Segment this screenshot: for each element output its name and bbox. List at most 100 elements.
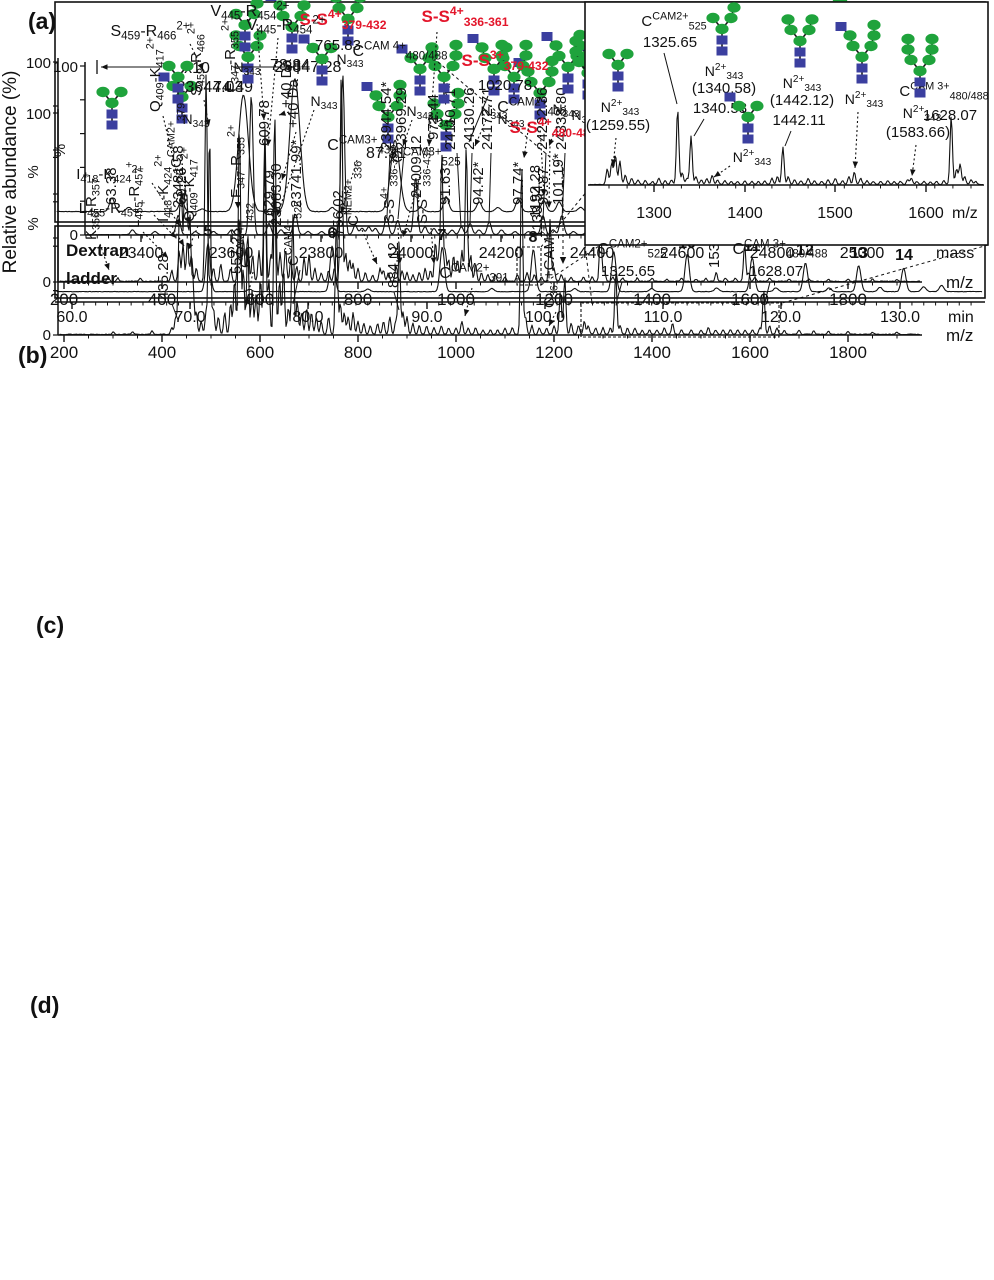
tspan: 379-432 bbox=[504, 59, 549, 73]
tspan: 1300 bbox=[636, 205, 672, 222]
tspan: + bbox=[139, 198, 145, 210]
tspan: 23944.54* bbox=[378, 81, 395, 150]
tspan: C bbox=[352, 43, 364, 60]
tick-label: 1500 bbox=[817, 205, 853, 222]
tspan: 24800 bbox=[750, 245, 795, 262]
tick-label: 1800 bbox=[829, 290, 867, 309]
tspan: -R bbox=[140, 23, 157, 40]
mannose-circle bbox=[475, 42, 489, 53]
tspan: 4+ bbox=[379, 187, 391, 199]
glycan-site-label: N343 bbox=[234, 59, 261, 78]
tspan: N bbox=[311, 93, 321, 109]
arrow-line bbox=[267, 37, 279, 147]
glcnac-square bbox=[382, 123, 394, 133]
mannose-circle bbox=[561, 61, 575, 73]
tspan: 24292.36 bbox=[534, 87, 551, 150]
tspan: CAM4+ bbox=[235, 221, 247, 257]
mannose-circle bbox=[449, 50, 463, 61]
mannose-circle bbox=[904, 54, 918, 66]
glcnac-square bbox=[794, 47, 806, 57]
glcnac-square bbox=[541, 32, 553, 41]
tspan: 435.28 bbox=[155, 254, 172, 300]
tick-label: 1200 bbox=[535, 343, 573, 362]
tspan: 343 bbox=[804, 83, 821, 94]
tspan: 23400 bbox=[119, 245, 164, 262]
mannose-circle bbox=[428, 60, 442, 72]
tspan: 2+ bbox=[220, 19, 232, 31]
arrow-line bbox=[361, 229, 378, 265]
tspan: -K bbox=[155, 185, 172, 200]
mannose-circle bbox=[330, 0, 342, 3]
tspan: 454 bbox=[293, 25, 313, 37]
arrow-head bbox=[559, 257, 567, 264]
arrow-line bbox=[428, 31, 438, 147]
mannose-circle bbox=[250, 40, 264, 52]
peak-label: CCAM2+379 bbox=[166, 103, 188, 168]
glycan: N2+343 bbox=[835, 19, 884, 169]
tspan: 1500 bbox=[817, 205, 853, 222]
tspan: 6 bbox=[328, 225, 337, 242]
panel-d-tag: (d) bbox=[30, 992, 60, 1018]
tspan: -R bbox=[228, 155, 245, 171]
peak-label: CCAM2+391 bbox=[439, 262, 508, 284]
peak-label: 24009.12 bbox=[408, 135, 425, 198]
tspan: 600 bbox=[246, 343, 274, 362]
tspan: 1600 bbox=[731, 290, 769, 309]
spectrum-trace bbox=[59, 74, 920, 283]
glycan: N343 bbox=[467, 34, 513, 147]
arrow-line bbox=[162, 115, 184, 201]
mannose-circle bbox=[855, 51, 869, 63]
tspan: 2+ bbox=[539, 225, 551, 237]
tspan: 4+ bbox=[538, 115, 552, 129]
glycan: N2+343 bbox=[781, 14, 822, 94]
tspan: 466 bbox=[157, 31, 176, 43]
peak-label: 971.44 bbox=[425, 94, 442, 140]
peak-label: 756.02 bbox=[330, 190, 347, 236]
tspan: S-S bbox=[462, 51, 490, 70]
connector bbox=[693, 118, 705, 137]
mannose-circle bbox=[552, 50, 566, 62]
tick-label: 24800 bbox=[750, 245, 795, 262]
arrow-head bbox=[205, 119, 211, 126]
peak-label: (1340.58) bbox=[692, 80, 756, 97]
mannose-circle bbox=[390, 100, 404, 112]
glcnac-square bbox=[242, 74, 254, 84]
tick-label: 130.0 bbox=[880, 309, 920, 326]
tspan: CAM2+ bbox=[451, 262, 490, 274]
glcnac-square bbox=[298, 34, 310, 44]
mannose-circle bbox=[925, 44, 939, 55]
arrow-head bbox=[548, 138, 554, 146]
tspan: I bbox=[155, 218, 172, 222]
tspan: C bbox=[345, 215, 362, 226]
tspan: N bbox=[498, 111, 508, 127]
tspan: 110.0 bbox=[644, 309, 683, 326]
mannose-circle bbox=[276, 10, 290, 22]
tspan: 336-361 bbox=[464, 15, 509, 29]
mannose-circle bbox=[901, 44, 915, 55]
tspan: 1000 bbox=[437, 343, 475, 362]
tick-label: 24200 bbox=[479, 245, 524, 262]
mannose-circle bbox=[449, 39, 463, 51]
tspan: 8 bbox=[529, 229, 538, 246]
peak-label: V445-R4542+ bbox=[246, 14, 325, 36]
tspan: 417 bbox=[154, 49, 166, 67]
tspan: 347 bbox=[229, 65, 241, 83]
tspan: 629.79 bbox=[261, 170, 278, 216]
tspan: 100 bbox=[26, 106, 51, 123]
label: 8 bbox=[529, 229, 538, 246]
glcnac-square bbox=[794, 58, 806, 68]
tspan: +40 Da bbox=[285, 79, 302, 128]
mannose-circle bbox=[620, 48, 634, 60]
tspan: 4+ bbox=[412, 187, 424, 199]
tspan: C bbox=[732, 241, 744, 258]
tspan: 356 bbox=[90, 212, 102, 230]
tspan: +CAM bbox=[541, 237, 558, 279]
arrow-line bbox=[548, 141, 551, 209]
tspan: CAM2+ bbox=[166, 121, 178, 157]
tspan: CAM3+ bbox=[403, 146, 442, 158]
tspan: 63.38 bbox=[103, 167, 120, 205]
tspan: 100 bbox=[53, 59, 78, 76]
mannose-circle bbox=[446, 60, 460, 72]
tspan: S-S bbox=[414, 199, 431, 224]
mannose-circle bbox=[437, 71, 451, 83]
